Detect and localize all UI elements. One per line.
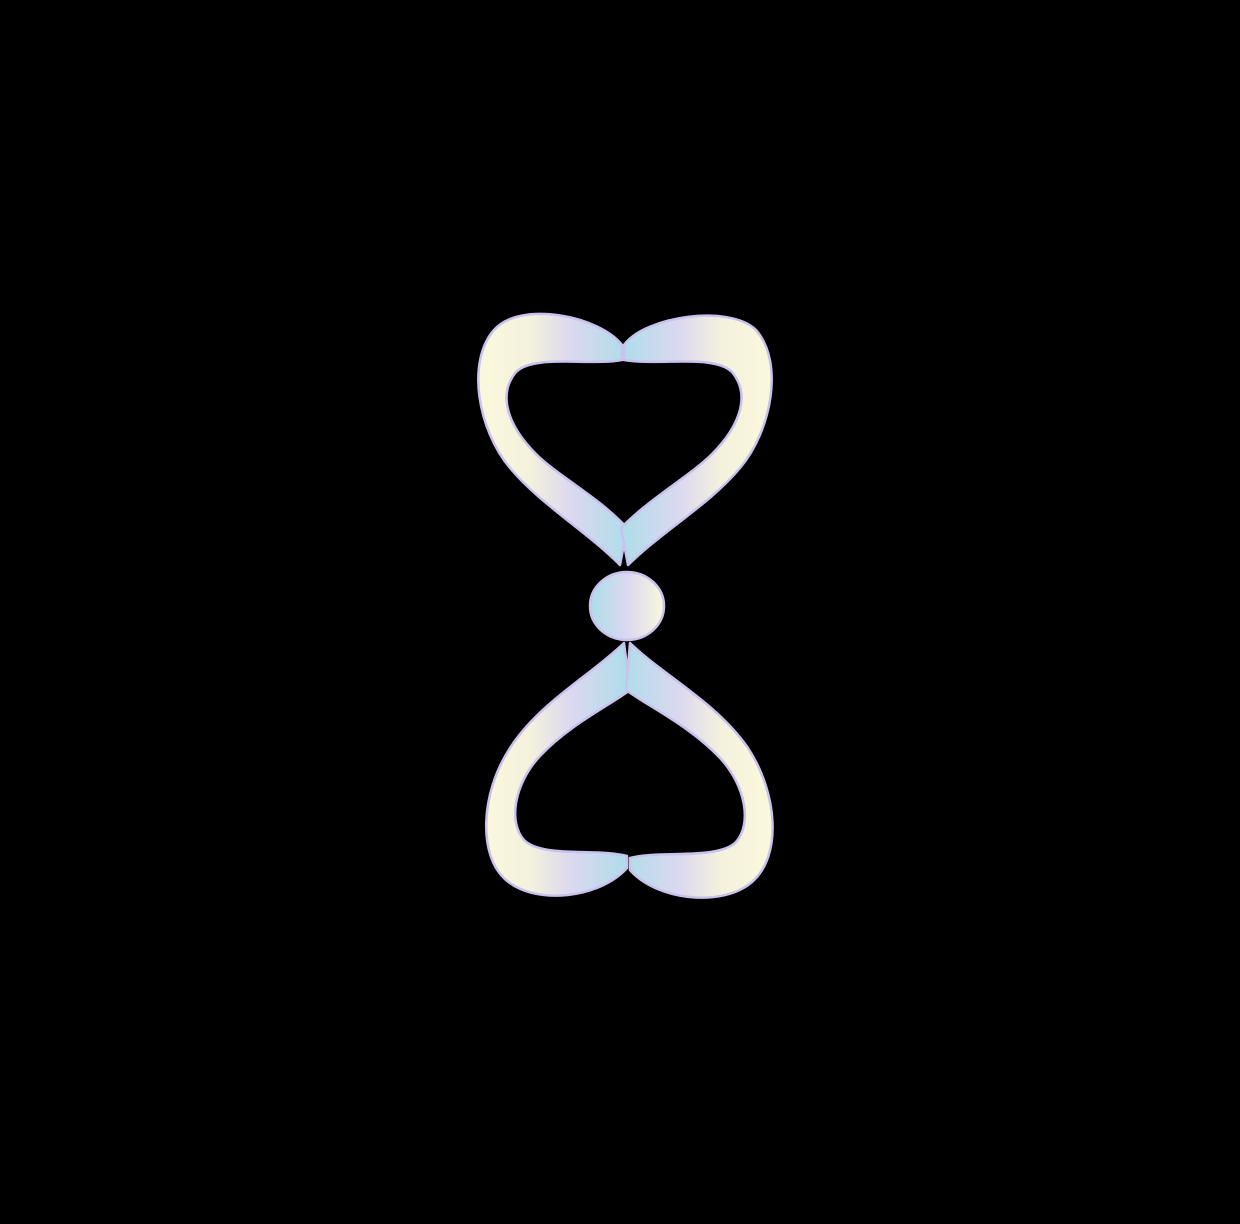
bottom-heart-balloon <box>484 641 774 899</box>
bottom-heart-right-lobe <box>624 641 774 899</box>
top-heart-left-lobe <box>477 312 629 567</box>
balloon-knot <box>588 570 666 642</box>
top-heart-right-lobe <box>619 314 773 567</box>
bottom-heart-left-lobe <box>484 641 632 897</box>
top-heart-balloon <box>477 312 773 567</box>
